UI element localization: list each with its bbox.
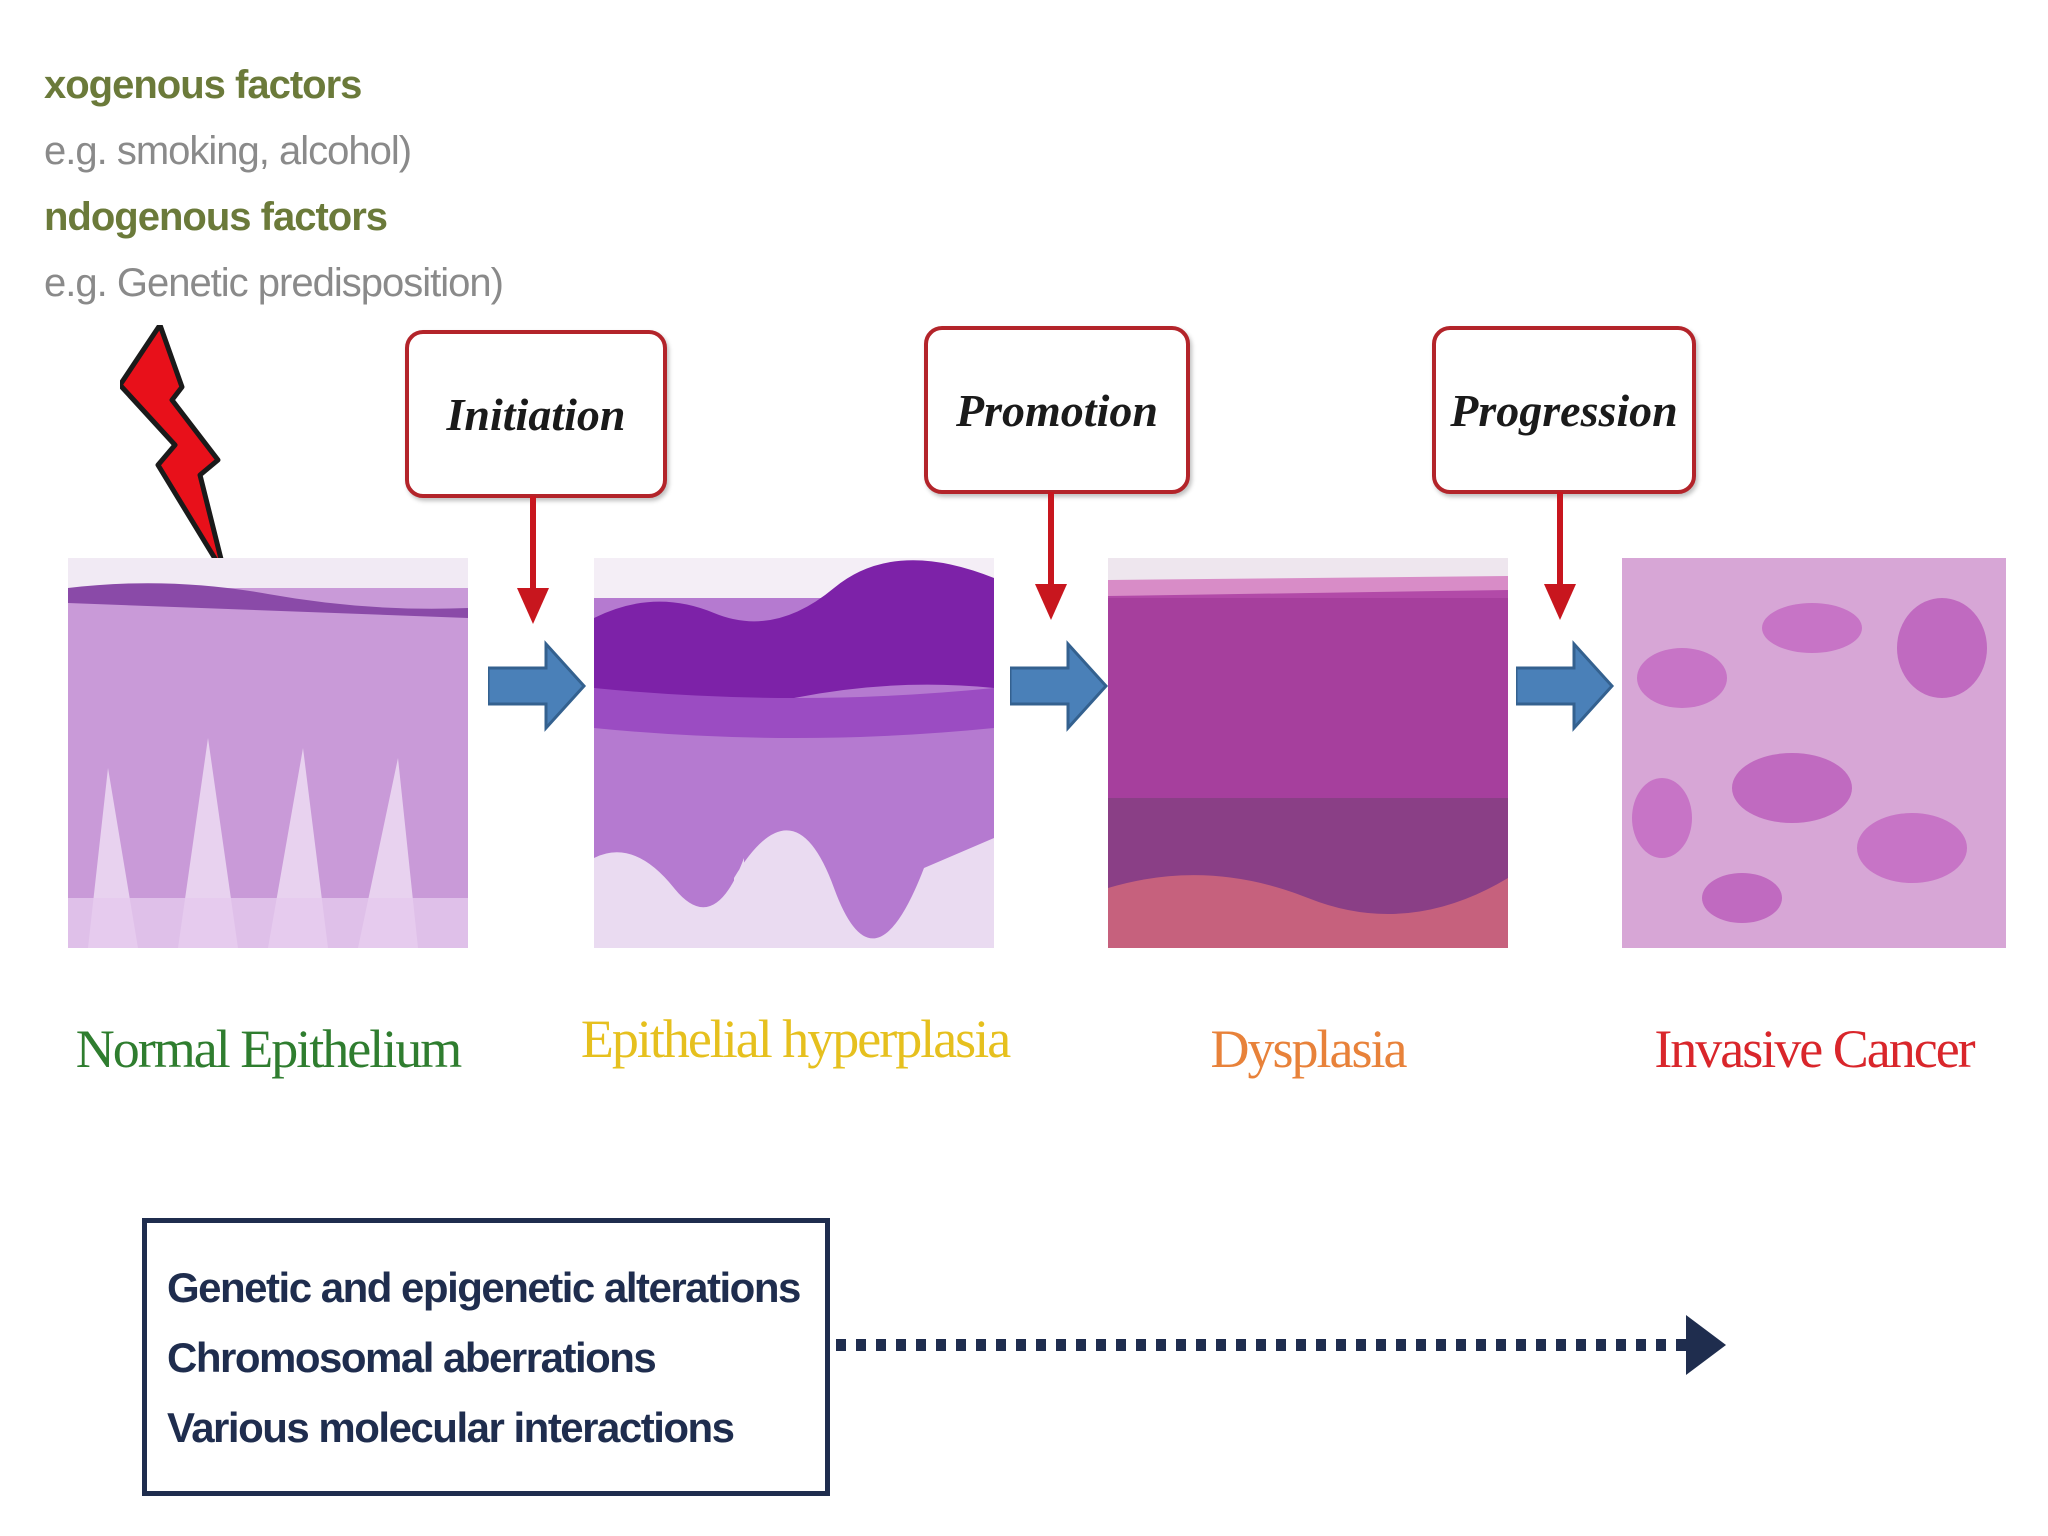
dysplasia-histology-image [1108,558,1508,948]
stage-promotion-box: Promotion [924,326,1190,494]
flow-arrow-1-icon [488,640,587,732]
endogenous-factors-example: e.g. Genetic predisposition) [44,261,504,305]
lightning-bolt-icon [120,325,228,578]
exogenous-factors-title: xogenous factors [44,63,362,107]
hyperplasia-histology-image [594,558,994,948]
promotion-down-arrow-icon [1035,492,1067,620]
stage-initiation-box: Initiation [405,330,667,498]
note-genetic-epigenetic: Genetic and epigenetic alterations [167,1264,801,1311]
initiation-down-arrow-icon [517,496,549,624]
flow-arrow-2-icon [1010,640,1109,732]
label-invasive-cancer: Invasive Cancer [1654,1019,1975,1079]
dotted-progression-arrow-icon [836,1315,1726,1375]
stage-initiation-label: Initiation [446,388,626,440]
label-epithelial-hyperplasia: Epithelial hyperplasia [580,1009,1011,1069]
normal-epithelium-histology-image [68,558,468,948]
exogenous-factors-example: e.g. smoking, alcohol) [44,129,412,173]
stage-progression-box: Progression [1432,326,1696,494]
note-chromosomal: Chromosomal aberrations [167,1334,657,1381]
flow-arrow-3-icon [1516,640,1615,732]
label-dysplasia: Dysplasia [1210,1019,1408,1079]
stage-promotion-label: Promotion [956,384,1158,436]
endogenous-factors-title: ndogenous factors [44,195,388,239]
stage-progression-label: Progression [1450,384,1678,436]
alterations-box: Genetic and epigenetic alterations Chrom… [142,1218,830,1496]
label-normal-epithelium: Normal Epithelium [75,1019,462,1079]
note-molecular: Various molecular interactions [167,1404,735,1451]
invasive-cancer-histology-image [1622,558,2006,948]
progression-down-arrow-icon [1544,492,1576,620]
risk-factors: xogenous factors e.g. smoking, alcohol) … [44,52,504,316]
